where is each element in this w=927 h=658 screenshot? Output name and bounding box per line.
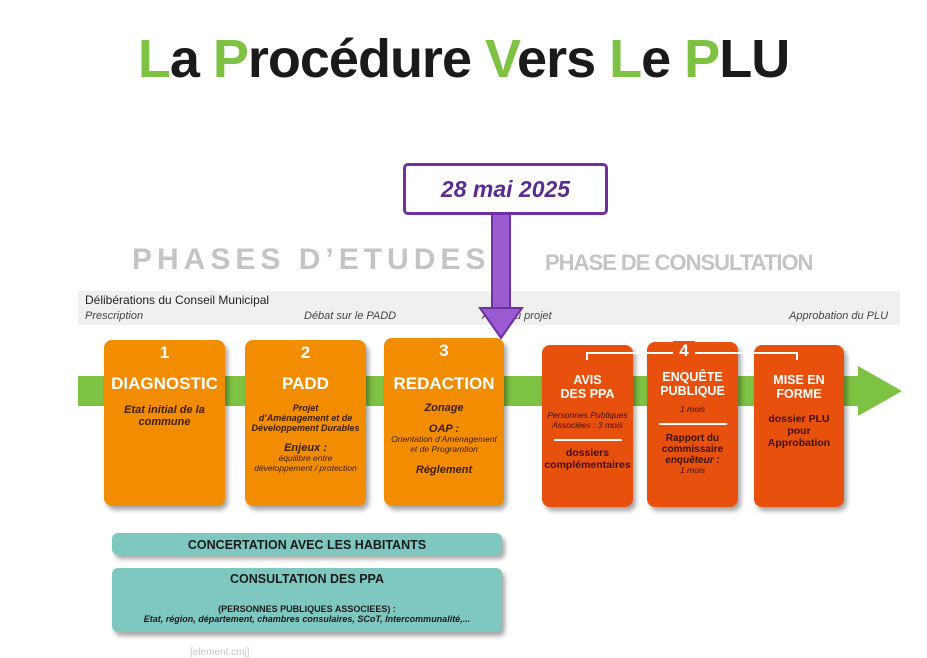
consultation-ppa-line: Etat, région, département, chambres cons… bbox=[143, 614, 471, 624]
step-title: DIAGNOSTIC bbox=[111, 374, 218, 393]
step-text: commissaire bbox=[661, 443, 724, 455]
step-title: DES PPA bbox=[560, 387, 615, 401]
step-text: commune bbox=[138, 416, 191, 428]
footer-text: [element.cmj] bbox=[190, 647, 250, 658]
step-text: Réglement bbox=[415, 463, 473, 476]
step-title: FORME bbox=[776, 387, 822, 401]
step-text: 1 mois bbox=[679, 464, 706, 475]
step-text: pour bbox=[787, 425, 811, 437]
step-text: dossier PLU bbox=[768, 413, 830, 425]
concertation-label: CONCERTATION AVEC LES HABITANTS bbox=[187, 538, 427, 552]
step-title: REDACTION bbox=[393, 374, 495, 393]
step-mise-en-forme: MISE EN FORME dossier PLU pour Approbati… bbox=[754, 345, 844, 507]
consultation-ppa-box: CONSULTATION DES PPA (PERSONNES PUBLIQUE… bbox=[112, 568, 502, 632]
step-title: ENQUÊTE bbox=[662, 370, 723, 384]
step-title: PADD bbox=[282, 374, 329, 393]
phase-consultation-heading: PHASE DE CONSULTATION bbox=[545, 250, 813, 275]
step-redaction: 3 REDACTION Zonage OAP : Orientation d’A… bbox=[384, 338, 504, 506]
step-text: développement / protection bbox=[254, 462, 357, 473]
step-padd: 2 PADD Projet d’Aménagement et de Dévelo… bbox=[245, 340, 366, 506]
step-text: Projet bbox=[292, 403, 319, 413]
step-text: et de Programtion bbox=[410, 443, 478, 454]
step-number-4: 4 bbox=[673, 341, 695, 361]
delib-approbation: Approbation du PLU bbox=[789, 310, 889, 322]
step-text: Personnes Publiques bbox=[547, 410, 628, 420]
step-text: dossiers bbox=[565, 446, 610, 459]
consultation-ppa-line: (PERSONNES PUBLIQUES ASSOCIEES) : bbox=[218, 604, 396, 614]
divider bbox=[553, 438, 622, 441]
step4-bracket-right bbox=[796, 352, 798, 360]
date-marker-arrow bbox=[478, 214, 524, 340]
step-number: 1 bbox=[159, 343, 170, 362]
step-text: OAP : bbox=[428, 423, 460, 435]
step-text: Développement Durables bbox=[251, 423, 360, 433]
timeline-arrow-head bbox=[858, 366, 902, 416]
step-text: Enjeux : bbox=[284, 442, 327, 454]
step-text: enquêteur : bbox=[665, 454, 720, 466]
step-number: 2 bbox=[300, 343, 311, 362]
step-text: Zonage bbox=[424, 402, 464, 414]
phase-etudes-heading: PHASES D’ETUDES bbox=[132, 243, 491, 276]
step-text: Orientation d’Aménagement bbox=[391, 434, 497, 444]
deliberations-title: Délibérations du Conseil Municipal bbox=[85, 293, 270, 307]
step-text: Etat initial de la bbox=[124, 404, 205, 416]
step-title: PUBLIQUE bbox=[660, 384, 725, 398]
step-enquete-publique: ENQUÊTE PUBLIQUE 1 mois Rapport du commi… bbox=[647, 342, 738, 507]
step-text: Rapport du bbox=[665, 432, 720, 444]
step-diagnostic: 1 DIAGNOSTIC Etat initial de la commune bbox=[104, 340, 225, 506]
step-text: Associées : 3 mois bbox=[552, 419, 623, 430]
page-title: La Procédure Vers Le PLU bbox=[137, 29, 790, 89]
step-text: d’Aménagement et de bbox=[258, 413, 353, 423]
date-marker: 28 mai 2025 bbox=[403, 163, 608, 215]
divider bbox=[658, 422, 727, 425]
step-title: AVIS bbox=[573, 373, 602, 387]
step4-bracket-left bbox=[586, 352, 588, 360]
delib-debat-padd: Débat sur le PADD bbox=[304, 310, 397, 322]
step-text: Approbation bbox=[767, 437, 831, 449]
step-text: complémentaires bbox=[544, 458, 631, 471]
consultation-ppa-title: CONSULTATION DES PPA bbox=[230, 572, 384, 586]
concertation-bar: CONCERTATION AVEC LES HABITANTS bbox=[112, 533, 502, 555]
step-text: équilibre entre bbox=[278, 453, 333, 463]
step-text: 1 mois bbox=[679, 404, 706, 414]
delib-prescription: Prescription bbox=[85, 310, 144, 322]
step-number: 3 bbox=[439, 341, 449, 360]
step-avis-ppa: AVIS DES PPA Personnes Publiques Associé… bbox=[542, 345, 633, 507]
step-title: MISE EN bbox=[773, 373, 825, 387]
